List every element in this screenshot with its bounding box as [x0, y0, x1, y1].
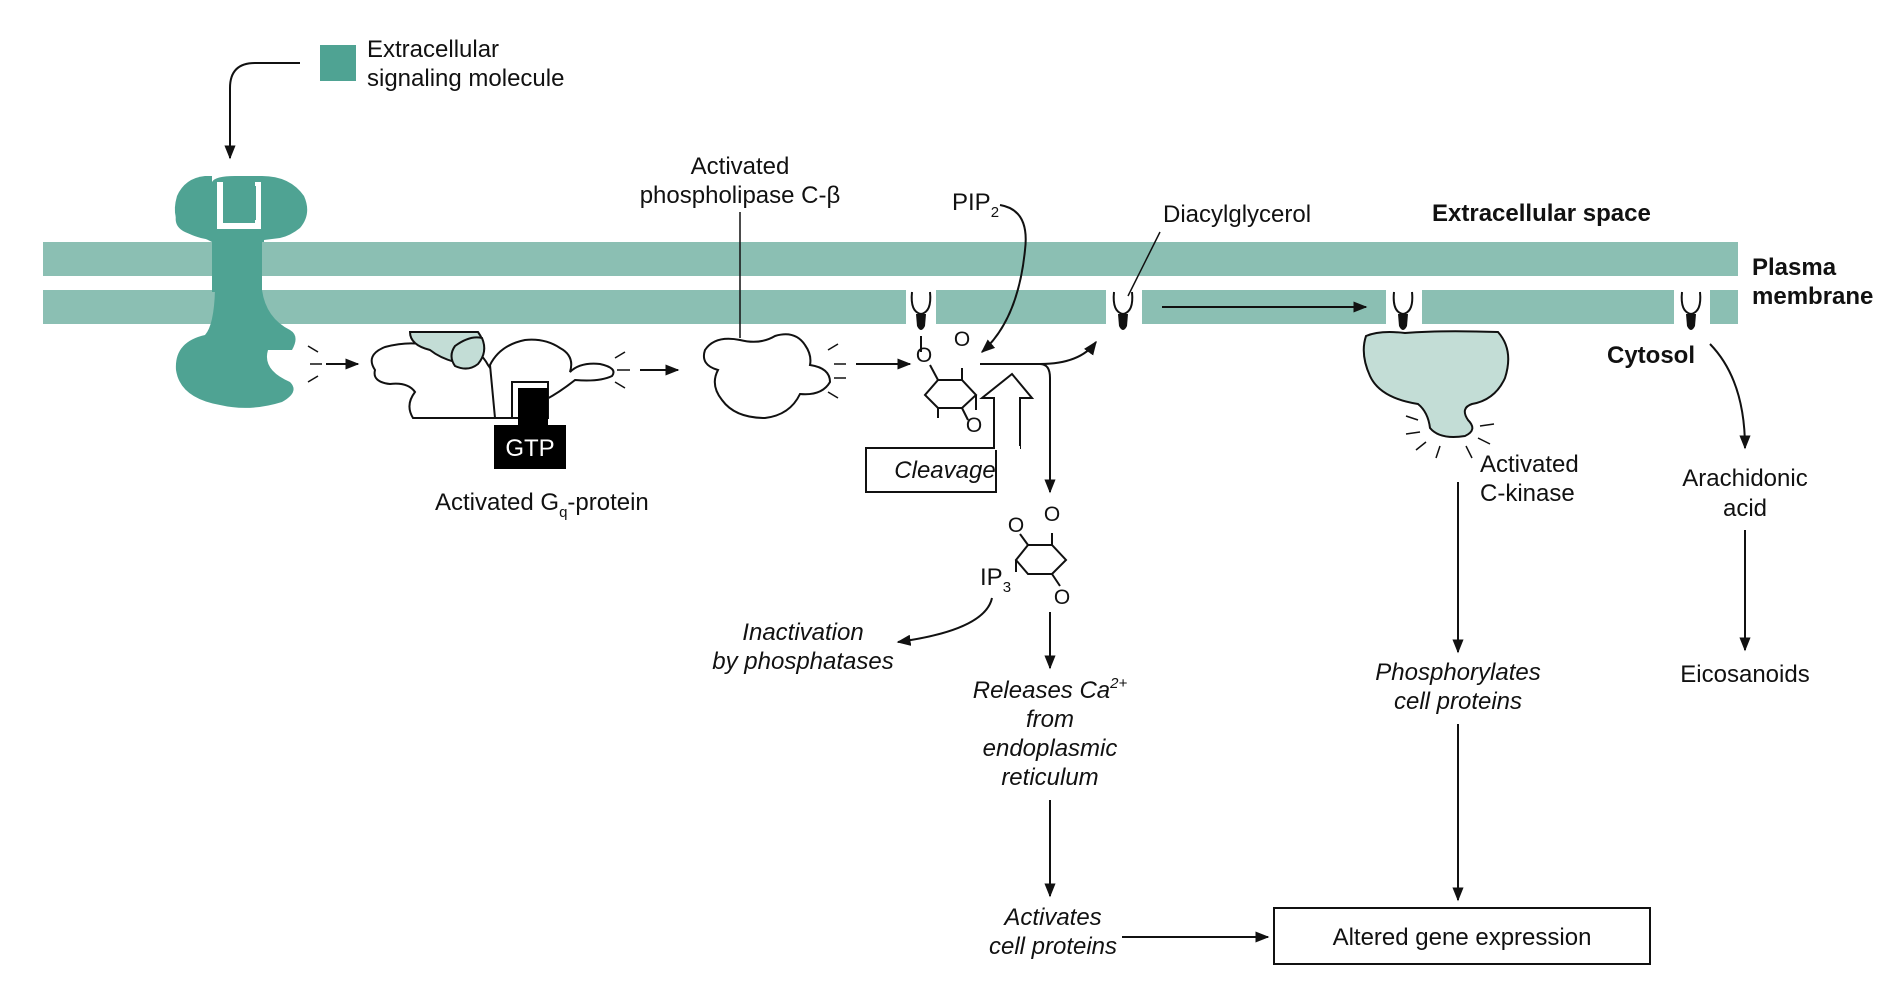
plasma-membrane-label-line1: Plasma	[1752, 254, 1837, 281]
membrane-outer-leaflet	[43, 242, 1738, 276]
releases-ca-label-line4: reticulum	[1001, 764, 1098, 791]
gprotein-activation-rays	[614, 351, 630, 389]
ligand-binding-arrow	[224, 62, 300, 160]
pip2-molecule-icon	[906, 284, 978, 421]
plasma-membrane	[43, 242, 1738, 324]
ckinase-label-line2: C-kinase	[1480, 480, 1575, 507]
pip2-label: PIP2	[952, 189, 999, 221]
arachidonic-label-line1: Arachidonic	[1682, 465, 1807, 492]
g-protein-icon	[370, 331, 615, 469]
lipid-anchor-icon	[1674, 284, 1710, 330]
membrane-inner-leaflet	[43, 290, 1738, 324]
phospholipase-icon	[702, 333, 832, 420]
pip2-oxygen-1: O	[916, 344, 932, 367]
activates-label-line2: cell proteins	[989, 933, 1117, 960]
arrow-to-arachidonic-acid	[1709, 343, 1751, 450]
receptor-icon	[174, 176, 308, 408]
plc-label-line2: phospholipase C-β	[640, 182, 841, 209]
inactivation-label-line2: by phosphatases	[712, 648, 893, 675]
arrow-pip2-to-ip3	[1039, 363, 1056, 494]
ip3-oxygen-2: O	[1008, 514, 1024, 537]
c-kinase-icon	[1362, 330, 1510, 438]
gtp-box	[494, 425, 566, 469]
ip3-oxygen-3: O	[1054, 586, 1070, 609]
phosphorylates-label-line1: Phosphorylates	[1375, 659, 1540, 686]
inactivation-label-line1: Inactivation	[742, 619, 863, 646]
cleavage-label: Cleavage	[894, 457, 995, 484]
plc-label-line1: Activated	[691, 153, 790, 180]
arachidonic-label-line2: acid	[1723, 495, 1767, 522]
activates-label-line1: Activates	[1002, 904, 1101, 931]
gene-expression-label: Altered gene expression	[1333, 924, 1592, 951]
receptor-activation-rays	[307, 345, 322, 383]
gq-protein-label: Activated Gq-protein	[435, 489, 649, 521]
gtp-label: GTP	[505, 435, 554, 462]
ip3-label: IP3	[980, 564, 1011, 596]
phosphorylates-label-line2: cell proteins	[1394, 688, 1522, 715]
signaling-molecule-legend-swatch	[320, 45, 356, 81]
eicosanoids-label: Eicosanoids	[1680, 661, 1809, 688]
pip2-oxygen-2: O	[954, 328, 970, 351]
cleavage-box	[865, 447, 997, 493]
gene-expression-box	[1273, 907, 1651, 965]
plc-activation-rays	[827, 343, 846, 399]
ckinase-activation-rays	[1405, 415, 1495, 459]
pip2-oxygen-3: O	[966, 414, 982, 437]
ckinase-label-line1: Activated	[1480, 451, 1579, 478]
legend-label-line1: Extracellular	[367, 36, 499, 63]
diacylglycerol-icon	[1106, 284, 1142, 330]
extracellular-space-label: Extracellular space	[1432, 200, 1651, 227]
releases-ca-label-line3: endoplasmic	[983, 735, 1118, 762]
pip2-pointer-arrow	[980, 204, 1027, 353]
legend-label-line2: signaling molecule	[367, 65, 564, 92]
releases-ca-label-line2: from	[1026, 706, 1074, 733]
plasma-membrane-label-line2: membrane	[1752, 283, 1873, 310]
diacylglycerol-label: Diacylglycerol	[1163, 201, 1311, 228]
ckinase-anchor-icon	[1386, 284, 1422, 330]
cytosol-label: Cytosol	[1607, 342, 1695, 369]
diacylglycerol-leader-line	[1127, 231, 1161, 297]
ip3-oxygen-1: O	[1044, 503, 1060, 526]
releases-ca-label-line1: Releases Ca2+	[973, 675, 1128, 704]
cleavage-arrow-outline	[979, 372, 1035, 449]
arrow-pip2-to-diacylglycerol	[980, 340, 1097, 365]
arrow-ip3-to-inactivation	[896, 597, 993, 646]
ip3-molecule-icon	[1014, 533, 1068, 587]
